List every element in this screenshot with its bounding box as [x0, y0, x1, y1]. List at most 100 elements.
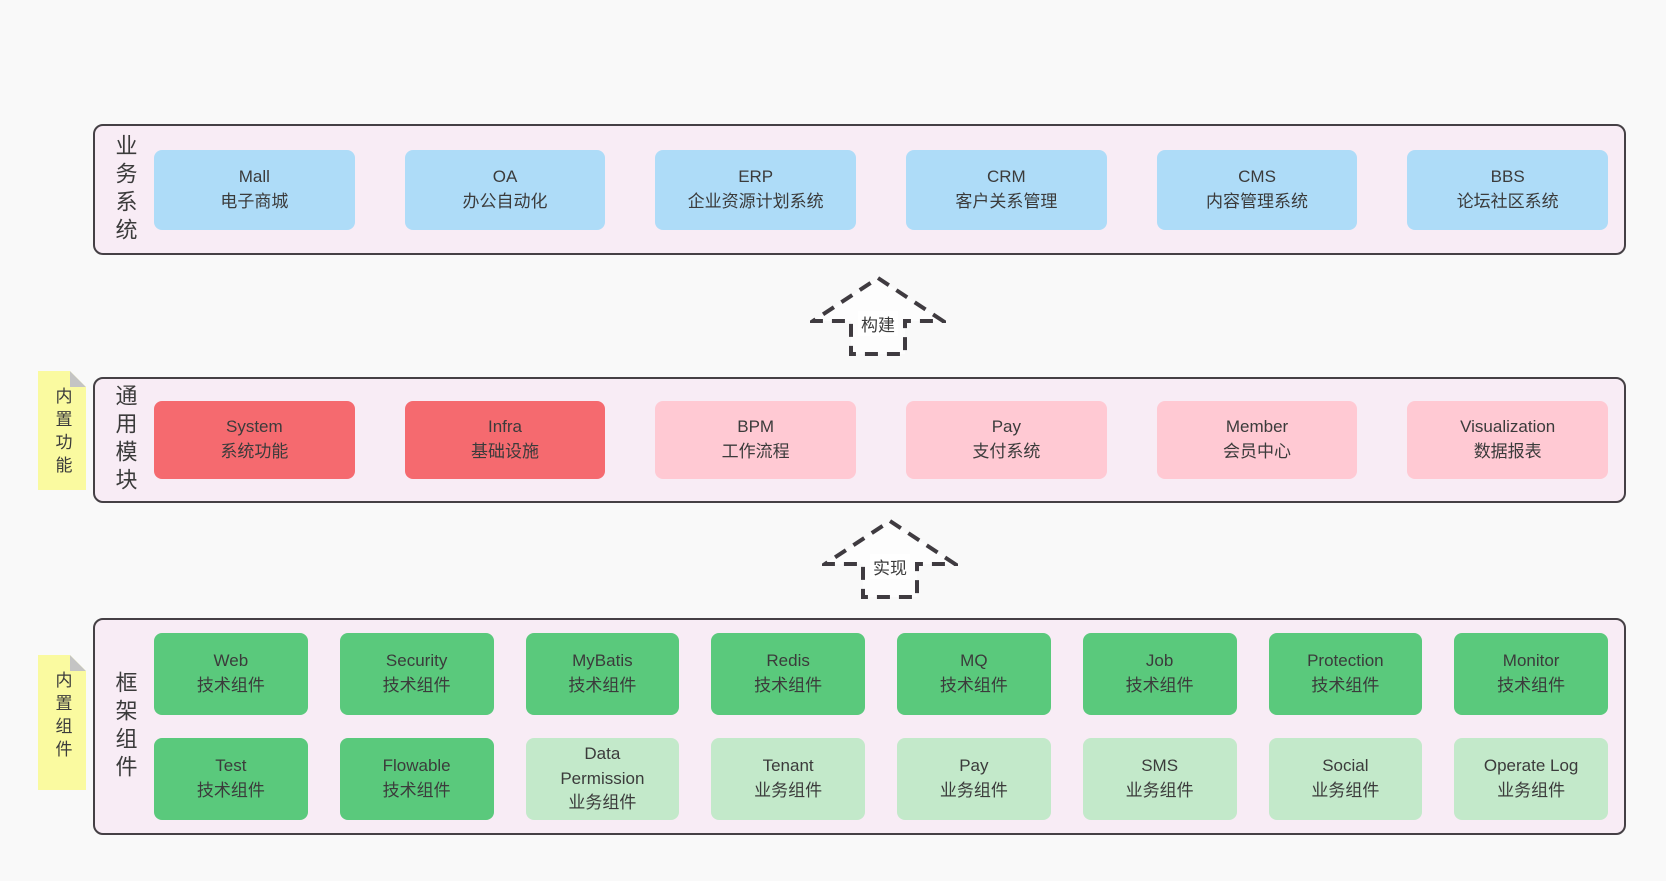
- layer-components-label: 框架组件: [112, 670, 138, 783]
- box-title: Protection: [1307, 651, 1384, 671]
- box-title: Test: [215, 756, 247, 776]
- box-title: OA: [492, 166, 518, 186]
- box-subtitle: 业务组件: [1125, 781, 1194, 800]
- box-system: System 系统功能: [154, 401, 355, 479]
- arrow-build-label: 构建: [858, 311, 898, 336]
- box-title: Tenant: [762, 756, 814, 776]
- layer-framework-components: 框架组件 Web 技术组件 Security 技术组件 MyBatis 技术组件…: [93, 618, 1626, 835]
- box-title: Mall: [238, 166, 270, 186]
- box-security: Security 技术组件: [339, 633, 494, 715]
- box-title: Monitor: [1502, 651, 1560, 671]
- box-visualization: Visualization 数据报表: [1407, 401, 1609, 479]
- box-subtitle: 会员中心: [1223, 442, 1292, 461]
- box-title: ERP: [738, 166, 774, 186]
- layer-components-content: Web 技术组件 Security 技术组件 MyBatis 技术组件 Redi…: [154, 620, 1624, 833]
- box-title: MyBatis: [572, 651, 633, 671]
- box-title: Data Permission: [560, 744, 645, 788]
- box-subtitle: 业务组件: [754, 781, 823, 800]
- box-subtitle: 技术组件: [196, 676, 265, 695]
- box-title: MQ: [960, 651, 988, 671]
- box-title: SMS: [1141, 756, 1179, 776]
- box-subtitle: 基础设施: [471, 442, 539, 461]
- box-erp: ERP 企业资源计划系统: [655, 149, 857, 230]
- box-subtitle: 技术组件: [754, 676, 823, 695]
- box-member: Member 会员中心: [1156, 401, 1358, 479]
- box-title: BPM: [737, 417, 775, 437]
- box-title: Pay: [959, 756, 989, 776]
- layer-modules-label: 通用模块: [112, 384, 138, 496]
- sticky-note-builtin-features: 内置功能: [38, 371, 86, 490]
- box-title: CRM: [986, 166, 1026, 186]
- box-subtitle: 技术组件: [1497, 676, 1566, 695]
- box-title: Security: [385, 651, 448, 671]
- box-subtitle: 业务组件: [1311, 781, 1380, 800]
- box-redis: Redis 技术组件: [711, 633, 865, 715]
- box-title: Pay: [991, 417, 1021, 437]
- box-job: Job 技术组件: [1082, 633, 1237, 715]
- box-mybatis: MyBatis 技术组件: [525, 633, 680, 715]
- business-box-row: Mall 电子商城 OA 办公自动化 ERP 企业资源计划系统 CRM 客户关系…: [154, 149, 1609, 230]
- box-data-permission: Data Permission 业务组件: [525, 738, 680, 820]
- box-subtitle: 办公自动化: [462, 191, 548, 211]
- box-subtitle: 内容管理系统: [1206, 191, 1309, 211]
- folded-corner-icon: [70, 655, 86, 671]
- box-title: Web: [213, 651, 249, 671]
- arrow-implement-label: 实现: [870, 554, 910, 579]
- layer-modules-content: System 系统功能 Infra 基础设施 BPM 工作流程 Pay 支付系统…: [154, 379, 1624, 501]
- layer-business-content: Mall 电子商城 OA 办公自动化 ERP 企业资源计划系统 CRM 客户关系…: [154, 126, 1624, 253]
- box-subtitle: 工作流程: [721, 442, 790, 461]
- box-sms: SMS 业务组件: [1082, 738, 1237, 820]
- box-subtitle: 支付系统: [972, 442, 1041, 461]
- box-subtitle: 论坛社区系统: [1456, 191, 1559, 211]
- box-web: Web 技术组件: [154, 633, 308, 715]
- box-tenant: Tenant 业务组件: [711, 738, 865, 820]
- arrow-implement: 实现: [822, 518, 958, 600]
- layer-business-systems: 业务系统 Mall 电子商城 OA 办公自动化 ERP 企业资源计划系统 CRM…: [93, 124, 1626, 255]
- arrow-build: 构建: [810, 275, 946, 357]
- box-title: BBS: [1490, 166, 1525, 186]
- box-subtitle: 数据报表: [1473, 442, 1542, 461]
- box-flowable: Flowable 技术组件: [339, 738, 494, 820]
- modules-box-row: System 系统功能 Infra 基础设施 BPM 工作流程 Pay 支付系统…: [154, 401, 1609, 479]
- components-box-row-2: Test 技术组件 Flowable 技术组件 Data Permission …: [154, 738, 1608, 820]
- box-crm: CRM 客户关系管理: [906, 149, 1107, 230]
- box-bpm: BPM 工作流程: [655, 401, 857, 479]
- box-title: Infra: [487, 417, 523, 437]
- sticky-note-builtin-components: 内置组件: [38, 655, 86, 790]
- box-pay-system: Pay 支付系统: [906, 401, 1107, 479]
- box-title: Social: [1322, 756, 1369, 776]
- box-subtitle: 客户关系管理: [955, 191, 1058, 211]
- box-protection: Protection 技术组件: [1268, 633, 1423, 715]
- box-infra: Infra 基础设施: [404, 401, 606, 479]
- box-subtitle: 技术组件: [939, 676, 1008, 695]
- box-subtitle: 技术组件: [382, 781, 451, 800]
- box-subtitle: 技术组件: [568, 676, 637, 695]
- box-operate-log: Operate Log 业务组件: [1454, 738, 1608, 820]
- box-mq: MQ 技术组件: [897, 633, 1051, 715]
- box-title: Visualization: [1460, 417, 1556, 437]
- box-subtitle: 业务组件: [568, 793, 637, 813]
- layer-common-modules: 通用模块 System 系统功能 Infra 基础设施 BPM 工作流程 Pay…: [93, 377, 1626, 503]
- box-pay-component: Pay 业务组件: [897, 738, 1051, 820]
- box-mall: Mall 电子商城: [154, 149, 355, 230]
- folded-corner-icon: [70, 371, 86, 387]
- box-title: Flowable: [382, 756, 451, 776]
- box-test: Test 技术组件: [154, 738, 308, 820]
- sticky-note-text: 内置组件: [52, 671, 72, 763]
- box-subtitle: 业务组件: [939, 781, 1008, 800]
- box-subtitle: 系统功能: [220, 442, 289, 461]
- box-subtitle: 技术组件: [1125, 676, 1194, 695]
- box-subtitle: 业务组件: [1497, 781, 1566, 800]
- box-subtitle: 技术组件: [196, 781, 265, 800]
- box-title: Redis: [766, 651, 810, 671]
- box-title: Operate Log: [1483, 756, 1579, 776]
- box-monitor: Monitor 技术组件: [1454, 633, 1608, 715]
- box-title: System: [225, 417, 283, 437]
- box-oa: OA 办公自动化: [404, 149, 606, 230]
- box-social: Social 业务组件: [1268, 738, 1423, 820]
- box-title: CMS: [1238, 166, 1276, 186]
- components-box-row-1: Web 技术组件 Security 技术组件 MyBatis 技术组件 Redi…: [154, 633, 1608, 715]
- box-subtitle: 技术组件: [382, 676, 451, 695]
- box-bbs: BBS 论坛社区系统: [1407, 149, 1609, 230]
